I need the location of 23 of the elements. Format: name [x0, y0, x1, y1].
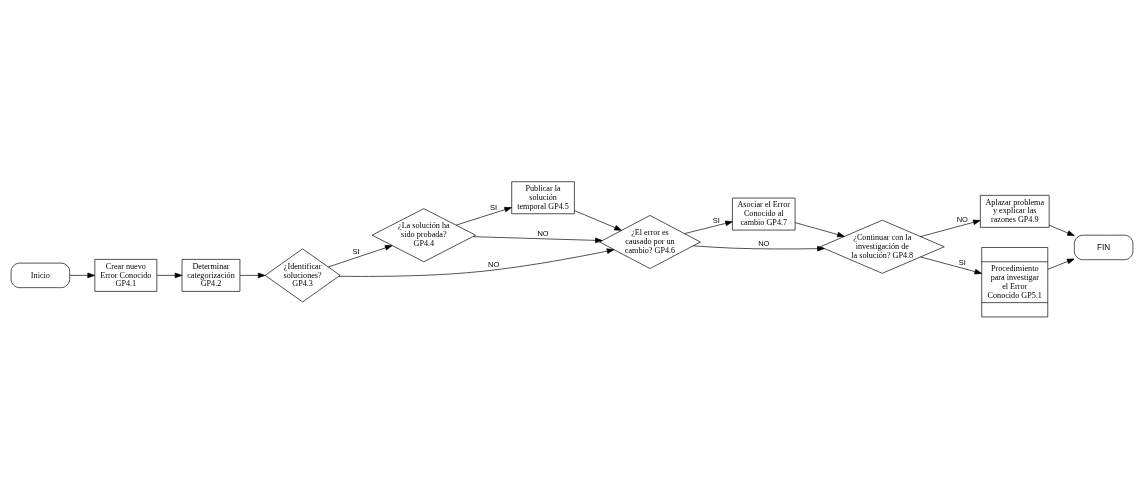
arrow [455, 207, 512, 226]
arrow [69, 272, 95, 279]
arrow [920, 219, 981, 237]
edge-label: SI [712, 216, 720, 226]
edge-label: SI [490, 202, 498, 212]
edge-label: NO [488, 260, 500, 270]
arrow [1048, 224, 1075, 236]
arrow [684, 220, 733, 234]
edge-label: SI [958, 258, 966, 268]
arrow [794, 222, 845, 238]
arrow [1047, 258, 1075, 270]
arrow [574, 210, 622, 231]
arrow [692, 245, 825, 252]
arrow [920, 256, 983, 275]
arrow [472, 236, 603, 244]
arrow [328, 245, 393, 268]
arrow [338, 248, 615, 277]
edge-label: NO [956, 215, 968, 225]
edge-label: SI [352, 247, 360, 257]
arrow [239, 272, 266, 279]
arrow [156, 272, 183, 279]
edge-label: NO [758, 238, 770, 248]
edge-label: NO [537, 228, 549, 238]
